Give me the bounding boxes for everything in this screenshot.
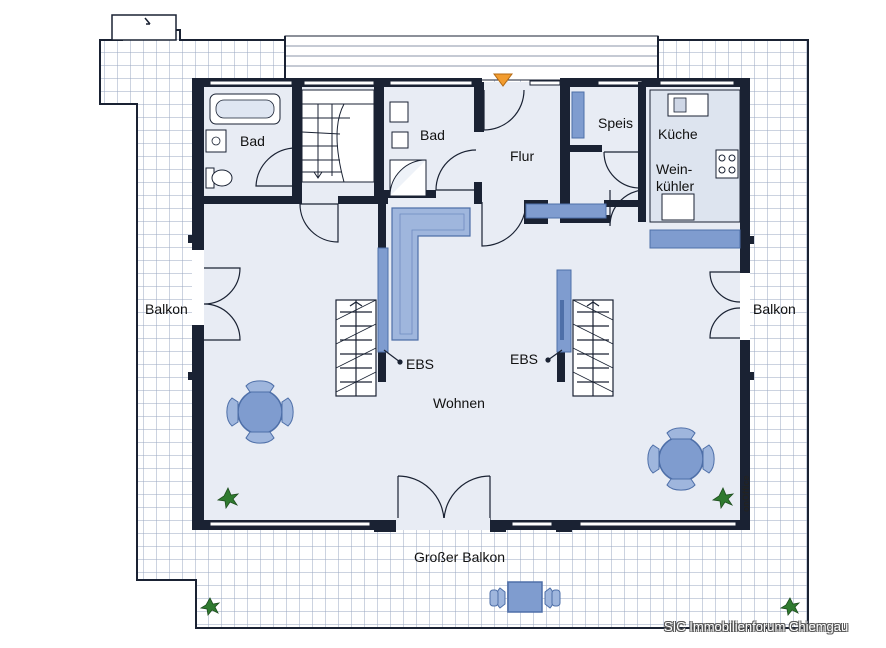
room-label-wohnen: Wohnen bbox=[433, 395, 485, 411]
l-cabinet bbox=[391, 207, 471, 341]
room-label-weinkuehler-1: Wein- bbox=[656, 161, 693, 177]
interior-walls bbox=[204, 82, 646, 382]
stair-nib bbox=[111, 14, 177, 41]
room-label-balkon-left: Balkon bbox=[145, 301, 188, 317]
room-label-grosser-balkon: Großer Balkon bbox=[414, 549, 506, 565]
plant-icon bbox=[779, 597, 801, 616]
balcony-table bbox=[489, 581, 561, 613]
plant-icon bbox=[199, 597, 221, 616]
sink-left bbox=[205, 129, 227, 153]
label-ebs-right: EBS bbox=[510, 351, 539, 367]
room-label-speis: Speis bbox=[598, 115, 634, 131]
dining-table-right bbox=[647, 427, 715, 491]
dining-table-left bbox=[226, 380, 294, 444]
watermark: SIC Immobilienforum Chiemgau bbox=[664, 619, 849, 634]
speis-shelf bbox=[571, 91, 585, 139]
plant-icon bbox=[216, 487, 240, 510]
room-label-flur: Flur bbox=[510, 148, 535, 164]
label-ebs-left: EBS bbox=[406, 356, 435, 372]
ebs-left-symbol bbox=[335, 299, 377, 397]
sink-right bbox=[389, 101, 409, 149]
tall-cabinet-left bbox=[377, 247, 389, 353]
ebs-right-symbol bbox=[572, 299, 614, 397]
shower-right bbox=[389, 159, 427, 197]
room-label-weinkuehler-2: kühler bbox=[656, 178, 695, 194]
toilet-left bbox=[205, 167, 233, 189]
ebs-pointers bbox=[383, 349, 563, 365]
room-label-kueche: Küche bbox=[658, 126, 698, 142]
entrance-arrow bbox=[493, 73, 513, 87]
room-label-bad-right: Bad bbox=[420, 127, 445, 143]
room-label-balkon-right: Balkon bbox=[753, 301, 796, 317]
kitchen-counter bbox=[649, 89, 741, 223]
staircase bbox=[301, 89, 375, 183]
balustrade bbox=[284, 35, 659, 81]
doors bbox=[203, 89, 741, 521]
room-label-bad-left: Bad bbox=[240, 133, 265, 149]
kitchen-bench bbox=[649, 229, 741, 249]
flur-cabinet bbox=[525, 203, 607, 219]
bathtub bbox=[209, 93, 281, 125]
plant-icon bbox=[711, 487, 735, 510]
brand-logo: onOffice bbox=[741, 475, 751, 512]
